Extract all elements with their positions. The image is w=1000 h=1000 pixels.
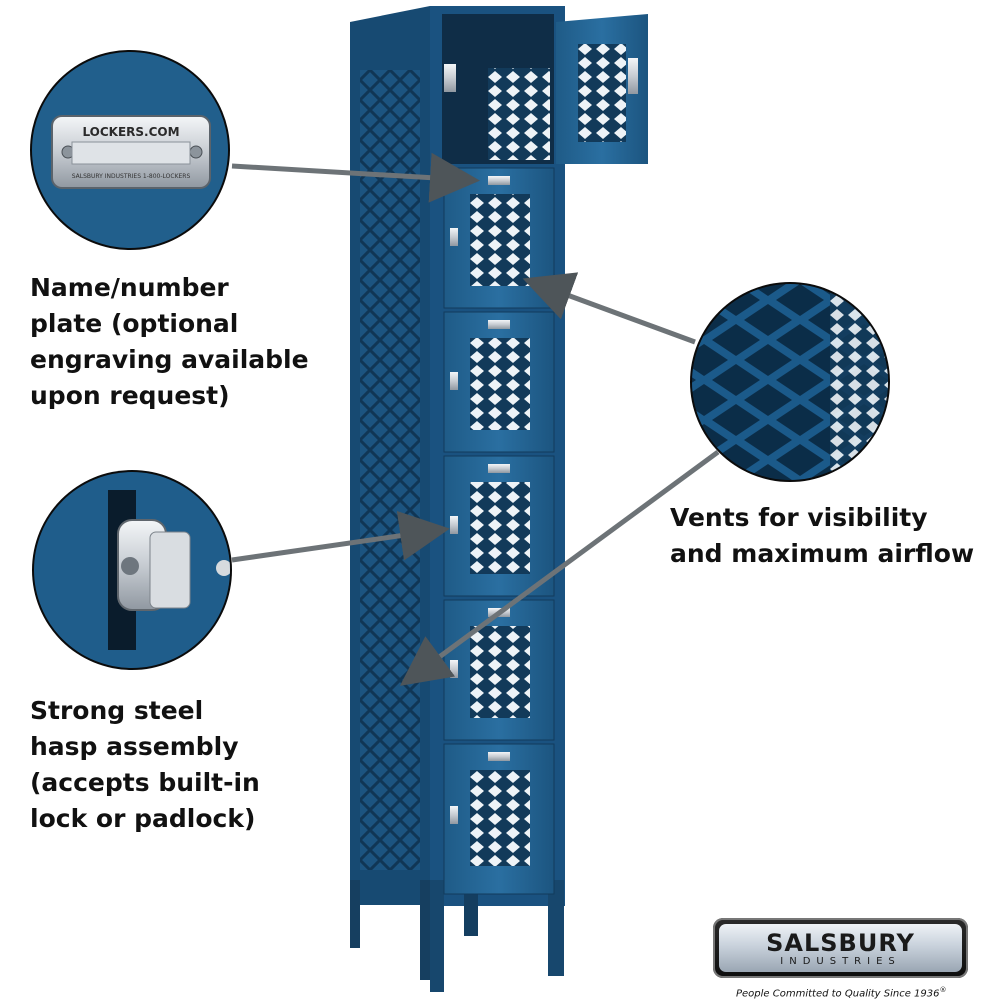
registered-mark: ® [939,986,947,994]
vents-caption-line: and maximum airflow [670,539,975,568]
arrow-icon [231,152,480,203]
plate-caption-line: plate (optional [30,309,239,338]
hasp-caption-line: hasp assembly [30,732,239,761]
logo-tagline: People Committed to Quality Since 1936® [736,986,947,999]
arrow-icon [522,272,696,345]
open-door [556,14,648,164]
locker-door [443,743,555,895]
plate-caption: Name/number plate (optional engraving av… [30,270,309,414]
logo-word: SALSBURY [766,929,915,957]
open-compartment [442,14,554,164]
plate-caption-line: Name/number [30,273,229,302]
hasp-detail-circle [32,470,232,670]
plate-detail-circle: LOCKERS.COM SALSBURY INDUSTRIES 1-800-LO… [30,50,230,250]
number-plate [488,464,510,473]
logo-sub: INDUSTRIES [780,956,901,967]
plate-caption-line: engraving available [30,345,309,374]
vents-caption-line: Vents for visibility [670,503,928,532]
hasp-caption: Strong steel hasp assembly (accepts buil… [30,693,260,837]
number-plate [488,176,510,185]
plate-caption-line: upon request) [30,381,230,410]
arrow-icon [399,449,720,686]
hasp [450,228,458,246]
number-plate [488,320,510,329]
arrow-icon [231,510,450,563]
locker-side-panel [350,6,432,980]
callout-arrows [231,152,720,686]
number-plate [488,752,510,761]
hasp-caption-line: (accepts built-in [30,768,260,797]
hasp [450,806,458,824]
plate-brand-text: LOCKERS.COM [82,125,179,139]
vents-caption: Vents for visibility and maximum airflow [670,500,974,572]
logo-plate: SALSBURY INDUSTRIES [719,924,962,972]
hasp [450,660,458,678]
plate-sub-text: SALSBURY INDUSTRIES 1-800-LOCKERS [72,173,191,180]
hasp-caption-line: lock or padlock) [30,804,256,833]
hasp [450,372,458,390]
locker-door [443,167,555,309]
hasp [450,516,458,534]
tagline-text: People Committed to Quality Since 1936 [736,988,940,1000]
salsbury-logo: SALSBURY INDUSTRIES [713,918,968,978]
hasp-caption-line: Strong steel [30,696,204,725]
locker-door [443,455,555,597]
locker-doors [443,167,555,895]
vent-detail-circle [690,282,890,482]
locker-door [443,599,555,741]
locker-door [443,311,555,453]
